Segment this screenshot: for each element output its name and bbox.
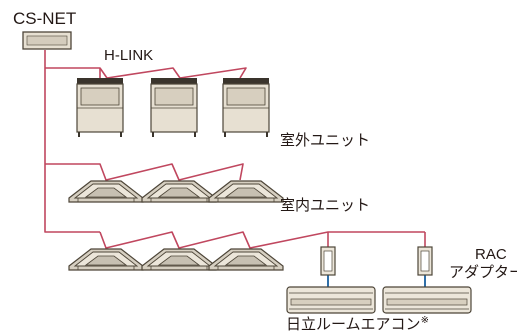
hitachi-room-aircon-text: 日立ルームエアコン <box>286 316 421 333</box>
ceiling-cassette-unit-icon <box>208 180 284 203</box>
rac-adapter-label-line1: RAC <box>475 246 507 263</box>
h-link-label: H-LINK <box>104 47 154 64</box>
room-aircon-icon <box>382 286 472 314</box>
ceiling-cassette-unit-icon <box>141 248 217 271</box>
row1-link-line <box>45 163 244 181</box>
rac-adapter-icon <box>417 246 433 276</box>
outdoor-unit-icon <box>150 77 198 138</box>
cs-net-label: CS-NET <box>13 9 77 28</box>
ceiling-cassette-unit-icon <box>141 180 217 203</box>
room-aircon-icon <box>286 286 376 314</box>
outdoor-units-label: 室外ユニット <box>280 132 371 149</box>
ceiling-cassette-unit-icon <box>68 248 144 271</box>
hitachi-room-aircon-label: 日立ルームエアコン※ <box>286 315 429 333</box>
outdoor-unit-icon <box>222 77 270 138</box>
row2-link-line <box>99 231 425 249</box>
ceiling-cassette-unit-icon <box>68 180 144 203</box>
main-trunk-line <box>44 50 100 233</box>
rac-adapter-label-line2: アダプター <box>449 264 517 281</box>
network-wiring <box>44 50 426 249</box>
cs-net-controller-panel <box>26 35 68 46</box>
footnote-mark: ※ <box>420 315 429 326</box>
outdoor-unit-icon <box>76 77 124 138</box>
h-link-line <box>45 67 247 79</box>
indoor-units-label: 室内ユニット <box>280 197 371 214</box>
rac-adapter-icon <box>320 246 336 276</box>
ceiling-cassette-unit-icon <box>208 248 284 271</box>
